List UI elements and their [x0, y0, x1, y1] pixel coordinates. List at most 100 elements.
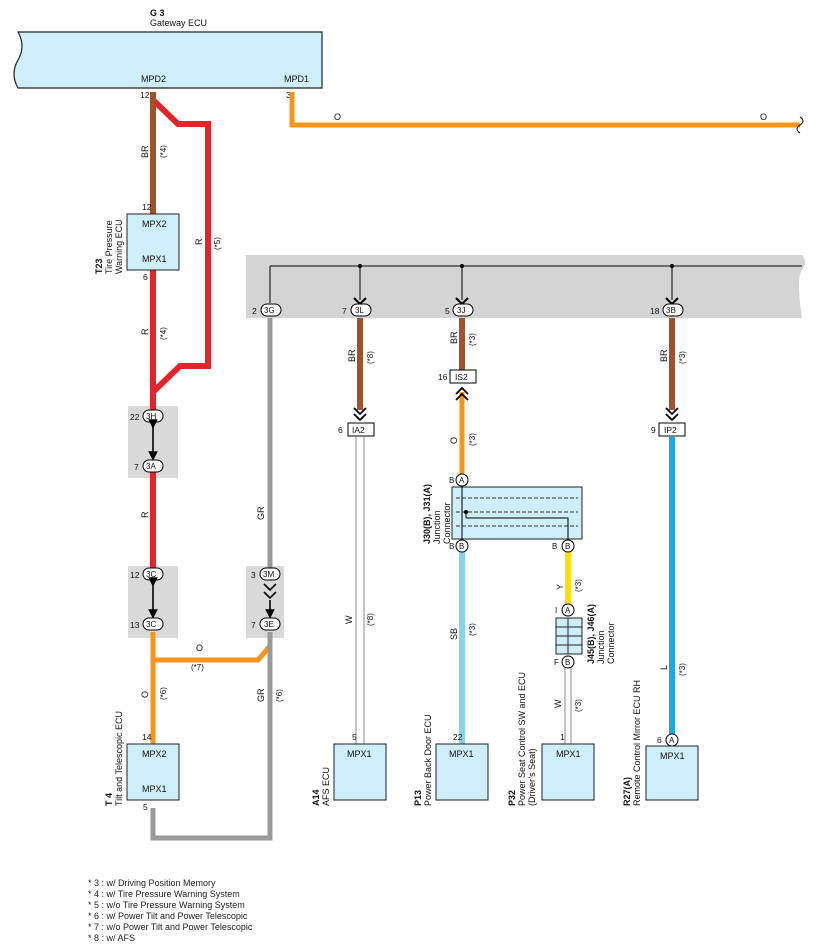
- wire-label-w-afs: W: [344, 615, 354, 624]
- gateway-pin-mpd1: MPD1: [284, 74, 309, 84]
- svg-text:3C: 3C: [146, 570, 156, 579]
- conn-ia2: IA2 6: [338, 422, 375, 437]
- seat-name-1: Power Seat Control SW and ECU: [517, 672, 527, 806]
- svg-text:IP2: IP2: [664, 425, 677, 435]
- wire-orange-cross: [150, 632, 272, 663]
- conn-3l-label: 3L: [355, 306, 364, 315]
- conn-3l-no: 7: [342, 306, 347, 316]
- tilt-pin-no-5: 5: [143, 802, 148, 812]
- bus-panel: [246, 255, 805, 318]
- wire-note-sb-pbd: (*3): [468, 623, 477, 636]
- conn-ia2-arrow: [353, 407, 367, 422]
- wire-note-o-jc: (*3): [468, 433, 477, 446]
- wire-note-w-afs: (*8): [366, 613, 375, 626]
- wire-label-o-jc: O: [449, 437, 459, 444]
- jc-a-pin-br: B: [565, 542, 570, 551]
- jc-a-lbl-bl: B: [449, 542, 454, 551]
- conn-3c-bottom: 3C 13: [130, 617, 164, 631]
- wire-label-br-3j: BR: [449, 331, 459, 344]
- wire-label-gr-mid: GR: [256, 506, 266, 520]
- svg-text:3H: 3H: [146, 412, 156, 421]
- jc-a-pin-bl: B: [459, 542, 464, 551]
- wire-label-o-a: O: [334, 112, 341, 122]
- footnote-6: * 6 : w/ Power Tilt and Power Telescopic: [88, 911, 248, 921]
- mirror-pin: MPX1: [660, 751, 685, 761]
- tpw-ecu: MPX2 MPX1 12 6 T23 Tire Pressure Warning…: [94, 202, 180, 282]
- junction-connector-a: A B B B B B J30(B), J31(A) Junction Conn…: [422, 473, 583, 553]
- footnote-7: * 7 : w/o Power Tilt and Power Telescopi…: [88, 922, 253, 932]
- bus-connector-3j: 3J 5: [445, 297, 474, 317]
- wire-note-gr-low: (*6): [275, 689, 284, 702]
- conn-3m: 3M 3: [251, 567, 281, 581]
- wire-note-l-mirror: (*3): [678, 663, 687, 676]
- wire-note-br-3b: (*3): [678, 351, 687, 364]
- pbd-name: Power Back Door ECU: [423, 714, 433, 806]
- jc-b-lbl-f: F: [554, 658, 559, 667]
- tilt-code: T 4: [104, 793, 114, 806]
- jc-a-name-1: Junction: [432, 510, 442, 544]
- tilt-name: Tilt and Telescopic ECU: [114, 711, 124, 806]
- jc-b-name-2: Connector: [606, 622, 616, 664]
- wire-note-br-3l: (*8): [366, 351, 375, 364]
- jc-b-pin-a: A: [565, 606, 571, 615]
- wire-label-o-b: O: [760, 112, 767, 122]
- conn-3h: 3H 22: [130, 409, 164, 423]
- gateway-pin-mpd2: MPD2: [141, 74, 166, 84]
- svg-text:7: 7: [251, 620, 256, 630]
- seat-pin: MPX1: [556, 749, 581, 759]
- conn-3b-label: 3B: [666, 306, 676, 315]
- afs-pin-no: 5: [352, 732, 357, 742]
- wire-label-o-cross: O: [196, 643, 203, 653]
- gateway-pin-no-12: 12: [140, 90, 150, 100]
- wire-note-y-jc: (*3): [574, 579, 583, 592]
- wire-note-o-tilt: (*6): [159, 687, 168, 700]
- jc-a-name-2: Connector: [442, 502, 452, 544]
- gateway-code: G 3: [150, 8, 165, 18]
- afs-name: AFS ECU: [321, 767, 331, 806]
- mirror-pin-no: 6: [657, 735, 662, 745]
- wire-note-w-seat: (*3): [574, 699, 583, 712]
- wire-label-r-mid: R: [140, 328, 150, 335]
- tpw-name-2: Warning ECU: [114, 219, 124, 274]
- tpw-pin-mpx2: MPX2: [142, 219, 167, 229]
- pbd-code: P13: [413, 790, 423, 806]
- jc-b-name-1: Junction: [596, 630, 606, 664]
- bus-connector-3g: 3G 2: [252, 303, 282, 317]
- svg-text:16: 16: [438, 372, 448, 382]
- svg-text:7: 7: [134, 462, 139, 472]
- jc-a-code: J30(B), J31(A): [422, 484, 432, 544]
- afs-pin: MPX1: [347, 749, 372, 759]
- footnote-4: * 4 : w/ Tire Pressure Warning System: [88, 889, 240, 899]
- footnote-8: * 8 : w/ AFS: [88, 933, 136, 943]
- conn-3c-top: 3C 12: [130, 567, 164, 581]
- conn-3g-label: 3G: [264, 306, 275, 315]
- tilt-pin-mpx2: MPX2: [142, 749, 167, 759]
- svg-text:3C: 3C: [146, 620, 156, 629]
- pbd-pin: MPX1: [449, 749, 474, 759]
- conn-3b-no: 18: [650, 306, 660, 316]
- pbd-pin-no: 22: [453, 732, 463, 742]
- seat-ecu: MPX1 1 P32 Power Seat Control SW and ECU…: [507, 672, 595, 806]
- wire-label-sb-pbd: SB: [449, 628, 459, 640]
- jc-b-code: J45(B), J46(A): [586, 604, 596, 664]
- conn-3g-no: 2: [252, 306, 257, 316]
- jc-a-lbl-a: B: [449, 476, 454, 485]
- tilt-ecu: MPX2 MPX1 14 5 T 4 Tilt and Telescopic E…: [104, 711, 180, 812]
- mirror-code: R27(A): [622, 777, 632, 806]
- wire-label-o-tilt: O: [140, 691, 150, 698]
- tilt-pin-mpx1: MPX1: [142, 784, 167, 794]
- wire-note-o-cross: (*7): [191, 663, 204, 672]
- conn-3j-label: 3J: [457, 306, 465, 315]
- conn-3m-3e-mate: [263, 583, 277, 600]
- jc-b-pin-b: B: [565, 658, 570, 667]
- wire-label-br-top: BR: [140, 145, 150, 158]
- mirror-ecu: A 6 MPX1 R27(A) Remote Control Mirror EC…: [622, 680, 699, 806]
- svg-text:9: 9: [651, 425, 656, 435]
- afs-ecu: MPX1 5 A14 AFS ECU: [311, 732, 387, 806]
- seat-name-2: (Driver’s Seat): [527, 748, 537, 806]
- conn-3j-no: 5: [445, 306, 450, 316]
- svg-text:6: 6: [338, 425, 343, 435]
- svg-text:22: 22: [130, 412, 140, 422]
- conn-ip2-arrow: [665, 407, 679, 422]
- wire-label-r-low: R: [140, 511, 150, 518]
